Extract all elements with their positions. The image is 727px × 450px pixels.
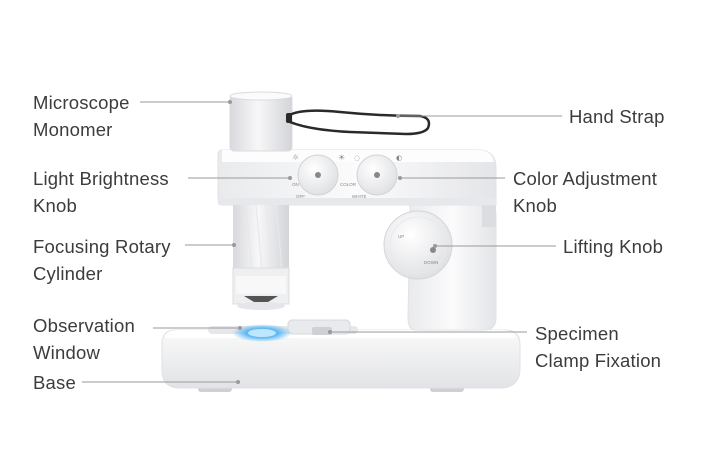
label-specimen-clamp-fixation: Specimen Clamp Fixation xyxy=(535,323,662,371)
light-knob-off-mark: OFF xyxy=(296,194,305,199)
label-focusing-rotary-cylinder: Focusing Rotary Cylinder xyxy=(33,236,171,284)
monomer-shape xyxy=(229,91,293,152)
color-knob-color-mark: COLOR xyxy=(340,182,357,187)
label-lifting-knob: Lifting Knob xyxy=(563,236,664,257)
color-knob-white-mark: WHITE xyxy=(352,194,367,199)
lifting-knob-up-mark: UP xyxy=(398,234,404,239)
observation-window-shape xyxy=(232,324,292,342)
label-light-brightness-knob: Light Brightness Knob xyxy=(33,168,169,216)
leader-lines xyxy=(82,101,562,383)
specimen-clamp-shape xyxy=(287,319,351,335)
lifting-knob-down-mark: DOWN xyxy=(424,260,438,265)
hand-strap-shape xyxy=(286,109,431,136)
svg-text:☼: ☼ xyxy=(292,153,299,162)
focusing-cylinder-shape xyxy=(232,204,290,310)
leader-dots xyxy=(228,100,437,384)
label-hand-strap: Hand Strap xyxy=(569,106,665,127)
lifting-knob-shape: UP DOWN xyxy=(383,210,453,280)
label-color-adjustment-knob: Color Adjustment Knob xyxy=(513,168,658,216)
label-base: Base xyxy=(33,372,76,393)
light-brightness-knob-shape: ON OFF ☼ ☀ xyxy=(292,153,345,199)
label-microscope-monomer: Microscope Monomer xyxy=(33,92,130,140)
svg-text:◌: ◌ xyxy=(354,154,360,162)
svg-text:☀: ☀ xyxy=(338,153,345,162)
light-knob-on-mark: ON xyxy=(292,182,299,187)
label-observation-window: Observation Window xyxy=(33,315,135,363)
svg-text:◐: ◐ xyxy=(396,154,402,162)
color-adjustment-knob-shape: COLOR WHITE ◌ ◐ xyxy=(340,154,402,199)
